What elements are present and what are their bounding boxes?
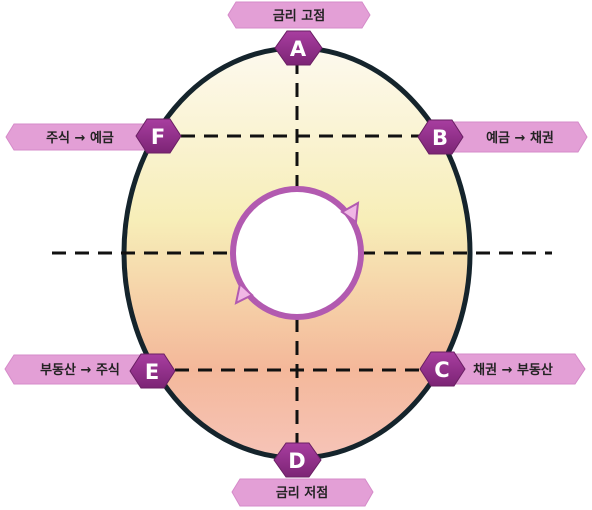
cycle-arrow-ring (230, 186, 364, 320)
hex-f-icon (135, 118, 182, 154)
banner-d (231, 478, 374, 507)
node-d-letter: D (288, 449, 305, 473)
node-a-label: 금리 고점 (273, 8, 325, 24)
node-f-label: 주식 → 예금 (46, 130, 114, 146)
node-a-letter: A (290, 37, 307, 61)
banner-e (4, 354, 151, 385)
node-c-letter: C (434, 358, 449, 382)
node-d-label: 금리 저점 (276, 485, 328, 501)
node-b-letter: B (432, 126, 448, 150)
dashed-guides (52, 60, 552, 448)
hex-c-icon (419, 351, 466, 387)
hex-d-icon (273, 442, 322, 478)
hex-b-icon (417, 119, 464, 155)
node-b-label: 예금 → 채권 (486, 130, 554, 146)
node-f-letter: F (151, 125, 165, 149)
hex-a-icon (274, 30, 323, 66)
node-c-label: 채권 → 부동산 (473, 362, 553, 378)
node-e-label: 부동산 → 주식 (40, 362, 120, 378)
node-e-letter: E (145, 360, 159, 384)
arrowhead-lower-left-icon (234, 282, 254, 305)
banners (4, 1, 588, 507)
hex-e-icon (129, 353, 176, 389)
hex-markers (129, 30, 466, 478)
arrowhead-upper-right-icon (340, 201, 360, 224)
banner-f (5, 123, 155, 151)
banner-a (227, 1, 371, 29)
center-hole (233, 189, 361, 317)
